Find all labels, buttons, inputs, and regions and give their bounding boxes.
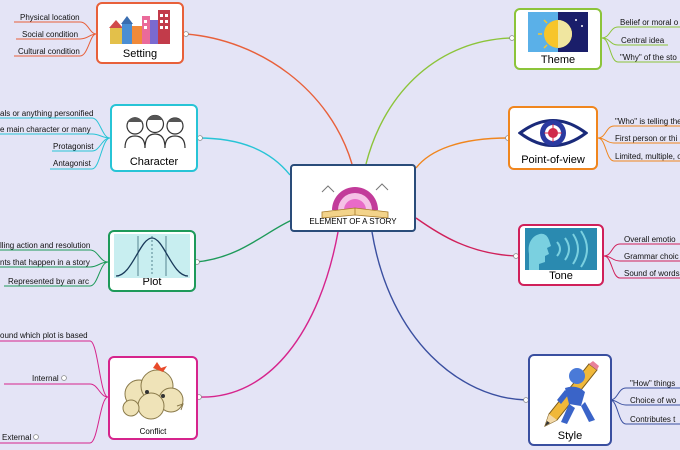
point-of-view-leaf[interactable]: "Who" is telling the: [615, 117, 680, 126]
character-leaf[interactable]: e main character or many: [0, 125, 91, 134]
connector-tone: [415, 217, 517, 257]
character-leaf[interactable]: als or anything personified: [0, 109, 94, 118]
setting-title: Setting: [122, 48, 158, 60]
sun-moon-icon: [528, 12, 588, 52]
tone-node[interactable]: Tone: [518, 224, 604, 286]
connector-theme: [365, 37, 513, 165]
character-title: Character: [129, 156, 179, 168]
plot-node[interactable]: Plot: [108, 230, 196, 292]
eye-icon: [518, 119, 588, 147]
bell-curve-icon: [114, 234, 190, 278]
connector-style: [371, 231, 527, 401]
point-of-view-leaf[interactable]: Limited, multiple, o: [615, 152, 680, 161]
character-leaf[interactable]: Protagonist: [53, 142, 94, 151]
style-leaf[interactable]: Choice of wo: [630, 396, 677, 405]
central-topic-title: ELEMENT OF A STORY: [309, 217, 397, 226]
theme-leaf[interactable]: Belief or moral o: [620, 18, 679, 27]
character-node[interactable]: Character: [110, 104, 198, 172]
style-node[interactable]: Style: [528, 354, 612, 446]
style-leaf[interactable]: "How" things: [630, 379, 676, 388]
conflict-leaf[interactable]: ound which plot is based: [0, 331, 88, 340]
character-leaf[interactable]: Antagonist: [53, 159, 91, 168]
conflict-leaf[interactable]: External: [2, 433, 32, 442]
point-of-view-node[interactable]: Point-of-view: [508, 106, 598, 170]
point-of-view-title: Point-of-view: [521, 154, 585, 166]
plot-leaf[interactable]: lling action and resolution: [0, 241, 91, 250]
conflict-title: Conflict: [139, 427, 167, 436]
connector-pov: [415, 137, 509, 169]
tone-leaf[interactable]: Sound of words: [624, 269, 680, 278]
fight-cloud-icon: [122, 362, 184, 420]
speaking-head-icon: [525, 228, 597, 270]
setting-leaf[interactable]: Physical location: [20, 13, 80, 22]
connector-character: [197, 137, 291, 176]
theme-leaf[interactable]: "Why" of the sto: [620, 53, 677, 62]
theme-title: Theme: [540, 54, 576, 66]
open-book-sunrise-icon: [321, 183, 389, 219]
point-of-view-leaf[interactable]: First person or thi: [615, 134, 678, 143]
tone-leaf[interactable]: Grammar choic: [624, 252, 679, 261]
connector-plot: [195, 219, 293, 263]
plot-leaf[interactable]: Represented by an arc: [8, 277, 89, 286]
setting-leaf[interactable]: Social condition: [22, 30, 79, 39]
style-leaf[interactable]: Contributes t: [630, 415, 676, 424]
connector-setting: [185, 33, 353, 165]
houses-icon: [109, 10, 170, 44]
style-title: Style: [557, 430, 583, 442]
tone-title: Tone: [549, 270, 573, 282]
setting-leaf[interactable]: Cultural condition: [18, 47, 80, 56]
people-icon: [124, 114, 186, 149]
tone-leaf[interactable]: Overall emotio: [624, 235, 676, 244]
central-topic[interactable]: ELEMENT OF A STORY: [290, 164, 416, 232]
setting-node[interactable]: Setting: [96, 2, 184, 64]
theme-leaf[interactable]: Central idea: [621, 36, 665, 45]
connector-conflict: [197, 231, 339, 398]
conflict-node[interactable]: Conflict: [108, 356, 198, 440]
plot-title: Plot: [142, 276, 162, 288]
pencil-figure-icon: [544, 361, 599, 427]
plot-leaf[interactable]: nts that happen in a story: [0, 258, 90, 267]
theme-node[interactable]: Theme: [514, 8, 602, 70]
conflict-leaf[interactable]: Internal: [32, 374, 59, 383]
